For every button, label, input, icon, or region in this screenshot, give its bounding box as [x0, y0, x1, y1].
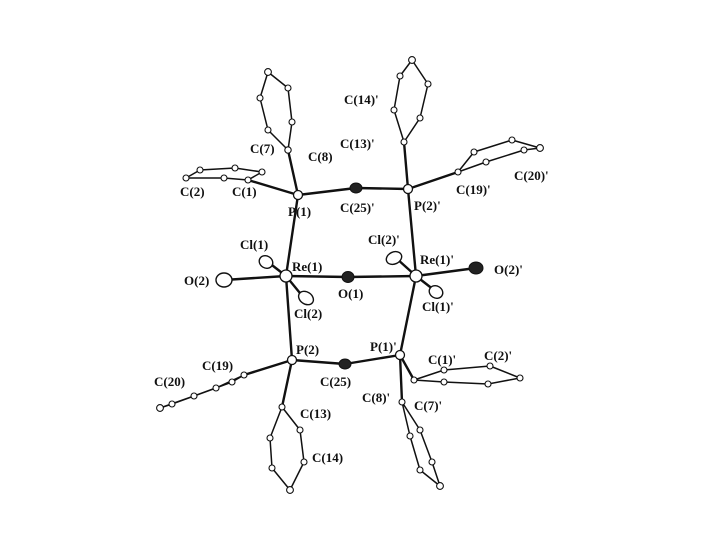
atom-c25p	[349, 182, 363, 194]
label-c13: C(13)	[300, 406, 331, 421]
atom-c25	[338, 358, 352, 370]
label-c20: C(20)	[154, 374, 185, 389]
atom-p2p	[402, 183, 414, 195]
label-o2: O(2)	[184, 273, 209, 288]
label-c14p: C(14)'	[344, 92, 379, 107]
label-c25p: C(25)'	[340, 200, 375, 215]
label-c1: C(1)	[232, 184, 257, 199]
phenyl-ring-c13p	[390, 56, 432, 146]
phenyl-ring-c19p	[454, 136, 544, 176]
label-p2: P(2)	[296, 342, 319, 357]
core-atoms	[215, 182, 484, 370]
atom-re1	[279, 269, 293, 283]
atom-o1	[341, 271, 355, 283]
label-c2p: C(2)'	[484, 348, 512, 363]
atom-cl2p	[385, 250, 403, 266]
label-cl2p: Cl(2)'	[368, 232, 400, 247]
phenyl-ring-c13	[266, 403, 308, 494]
atom-o2	[215, 272, 233, 288]
phenyl-ring-c1p	[410, 362, 524, 388]
label-c8: C(8)	[308, 149, 333, 164]
atom-cl1	[258, 255, 274, 269]
atom-p1p	[394, 349, 406, 361]
label-c8p: C(8)'	[362, 390, 390, 405]
phenyl-ring-c19	[156, 371, 248, 412]
label-p1p: P(1)'	[370, 339, 397, 354]
label-c1p: C(1)'	[428, 352, 456, 367]
atom-cl1p	[428, 285, 444, 299]
atom-re1p	[409, 269, 423, 283]
atom-p1	[292, 189, 304, 201]
atom-p2	[286, 354, 298, 366]
label-c13p: C(13)'	[340, 136, 375, 151]
label-re1: Re(1)	[292, 259, 322, 274]
label-c2: C(2)	[180, 184, 205, 199]
label-c7p: C(7)'	[414, 398, 442, 413]
atom-o2p	[468, 261, 484, 275]
atom-cl2	[297, 290, 315, 306]
label-c19p: C(19)'	[456, 182, 491, 197]
label-o1: O(1)	[338, 286, 363, 301]
label-c14: C(14)	[312, 450, 343, 465]
atom-labels: C(14)' C(13)' C(7) C(8) C(2) C(1) P(1) C…	[154, 92, 549, 465]
phenyl-ring-c7	[256, 68, 296, 154]
phenyl-ring-c1	[182, 164, 266, 184]
label-c7: C(7)	[250, 141, 275, 156]
phenyl-ring-c7p	[398, 398, 444, 490]
label-p1: P(1)	[288, 204, 311, 219]
label-o2p: O(2)'	[494, 262, 523, 277]
label-c25: C(25)	[320, 374, 351, 389]
label-p2p: P(2)'	[414, 198, 441, 213]
label-c19: C(19)	[202, 358, 233, 373]
label-cl2: Cl(2)	[294, 306, 322, 321]
label-re1p: Re(1)'	[420, 252, 454, 267]
label-c20p: C(20)'	[514, 168, 549, 183]
label-cl1: Cl(1)	[240, 237, 268, 252]
label-cl1p: Cl(1)'	[422, 299, 454, 314]
